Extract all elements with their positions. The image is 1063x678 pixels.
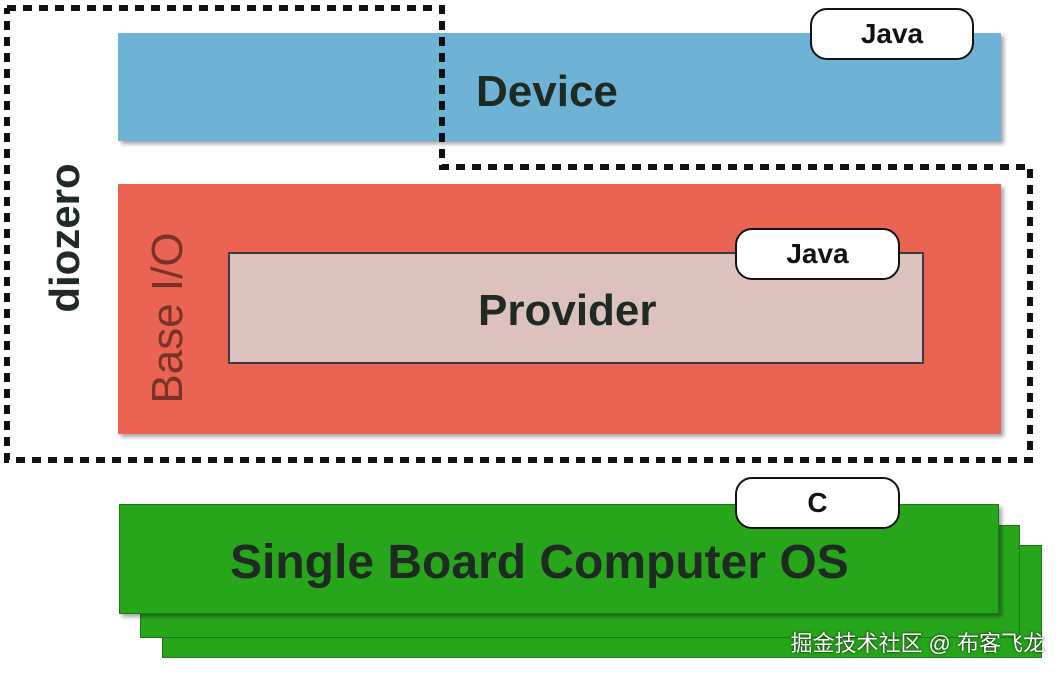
diozero-label: diozero [41,163,88,313]
watermark-text: 掘金技术社区 @ 布客飞龙 [790,631,1045,656]
os-language-tag: C [735,477,900,529]
os-layer: Single Board Computer OS [119,504,999,614]
device-title: Device [476,67,618,116]
provider-language-tag: Java [735,228,900,280]
provider-title: Provider [478,286,657,335]
os-title: Single Board Computer OS [230,536,849,589]
device-language-tag: Java [810,8,974,60]
base-io-label: Base I/O [143,232,192,404]
